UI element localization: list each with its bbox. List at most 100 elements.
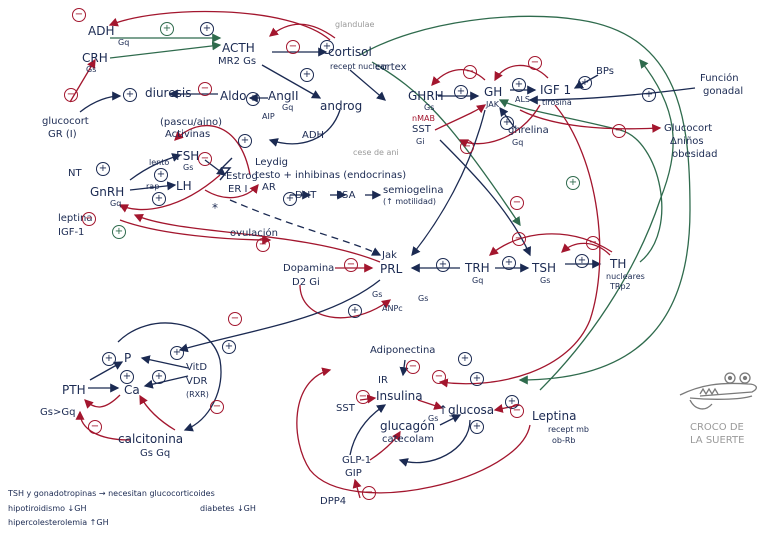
rxr-label: (RXR)	[186, 390, 209, 399]
minus-sign: −	[256, 238, 270, 252]
vitd-label: VitD	[186, 362, 208, 373]
adh-top-label: ADH	[88, 24, 115, 38]
obrb-label: ob-Rb	[552, 436, 576, 445]
croco-line1: CROCO DE	[690, 422, 744, 433]
plus-sign: +	[112, 225, 126, 239]
crh-label: CRH	[82, 51, 108, 65]
arrow-leptina-big-loop	[296, 367, 531, 494]
plus-sign: +	[170, 346, 184, 360]
arrow-calcitonina-ca	[139, 394, 176, 431]
note-diabetes: diabetes ↓GH	[200, 504, 256, 513]
plus-sign: +	[152, 370, 166, 384]
ghrh-gs-label: Gs	[424, 103, 435, 112]
prl-label: PRL	[380, 262, 403, 276]
gonadal-label: gonadal	[703, 86, 744, 97]
angii-gq-label: Gq	[282, 103, 294, 112]
vdr-label: VDR	[186, 376, 208, 387]
ghrelina-gq-label: Gq	[512, 138, 524, 147]
arrow-ssi-gh	[434, 104, 487, 131]
minus-sign: −	[528, 56, 542, 70]
fsh-label: FSH	[176, 149, 200, 163]
pascu-label: (pascu/aino)	[160, 117, 223, 128]
note-hipercolesterolemia: hipercolesterolemia ↑GH	[8, 518, 109, 527]
rap-label: rap	[146, 182, 160, 191]
tsh-label: TSH	[532, 261, 556, 275]
glucocort-right-label: Glucocort	[664, 123, 713, 134]
plus-sign: +	[238, 134, 252, 148]
arrow-gnrh-fsh	[129, 153, 182, 181]
minus-sign: −	[88, 420, 102, 434]
arrow-estrog-gnrh	[118, 174, 221, 213]
crh-gs-label: Gs	[86, 65, 97, 74]
plus-sign: +	[575, 254, 589, 268]
recept-mb-label: recept mb	[548, 425, 589, 434]
jak-prl-label: Jak	[382, 250, 397, 261]
estrog-label: Estrog	[226, 171, 258, 182]
arrow-estrog-prl	[229, 199, 382, 256]
minus-sign: −	[286, 40, 300, 54]
minus-sign: −	[510, 196, 524, 210]
ghrh-label: GHRH	[408, 89, 444, 103]
arrow-cortisol-acth	[268, 23, 336, 39]
arrow-ca-loop	[117, 322, 222, 432]
motilidad-label: (↑ motilidad)	[383, 197, 437, 206]
minus-sign: −	[586, 236, 600, 250]
arrow-dpp4	[352, 478, 362, 499]
plus-sign: +	[120, 370, 134, 384]
plus-sign: +	[642, 88, 656, 102]
arrow-func-gonadal	[528, 87, 696, 105]
prl-gs-label: Gs	[372, 290, 383, 299]
catecolam-label: catecolam	[382, 434, 434, 445]
arrow-dopamina-loop	[299, 284, 392, 319]
minus-sign: −	[198, 82, 212, 96]
plus-sign: +	[320, 40, 334, 54]
p-label: P	[124, 351, 132, 365]
minus-sign: −	[210, 400, 224, 414]
arrow-gnrh-lh	[129, 181, 177, 191]
plus-sign: +	[102, 352, 116, 366]
gnrh-label: GnRH	[90, 185, 125, 199]
plus-sign: +	[123, 88, 137, 102]
igf1-label: IGF 1	[540, 83, 572, 97]
plus-sign: +	[512, 78, 526, 92]
glucocort-label: glucocort	[42, 116, 89, 127]
arrow-gh-glucocort	[519, 109, 662, 133]
minus-sign: −	[64, 88, 78, 102]
minus-sign: −	[460, 140, 474, 154]
minus-sign: −	[512, 232, 526, 246]
calcitonina-label: calcitonina	[118, 432, 184, 446]
plus-sign: +	[152, 192, 166, 206]
arrow-gh-insulina	[438, 104, 601, 388]
jak-label: JAK	[486, 100, 499, 109]
pth-label: PTH	[62, 383, 86, 397]
arrow-glucagon-glucosa	[439, 414, 462, 426]
funcion-label: Función	[700, 73, 739, 84]
minus-sign: −	[362, 486, 376, 500]
croco-line2: LA SUERTE	[690, 435, 745, 446]
fsh-gs-label: Gs	[183, 163, 194, 172]
arrow-cortisol-ghrh	[359, 15, 691, 385]
aip-label: AIP	[262, 112, 275, 121]
th-label: TH	[610, 257, 627, 271]
anpc-gs-label: Gs	[418, 294, 429, 303]
arrow-glp1-glucagon	[369, 430, 401, 461]
arrow-vitd-ca	[143, 375, 189, 389]
minus-sign: −	[82, 212, 96, 226]
arrow-lh-ar	[204, 183, 259, 199]
arrow-glp1-insulina	[349, 404, 387, 456]
mr2-label: MR2 Gs	[218, 56, 257, 67]
minus-sign: −	[510, 404, 524, 418]
arrow-adipo-insulina	[399, 359, 409, 377]
arrow-cortisol-back	[108, 10, 331, 41]
plus-sign: +	[566, 176, 580, 190]
minus-sign: −	[356, 390, 370, 404]
plus-sign: +	[436, 258, 450, 272]
er1-label: ER I	[228, 184, 248, 195]
acth-label: ACTH	[222, 41, 255, 55]
arrow-pth-p	[89, 361, 124, 381]
als-label: ALS	[515, 95, 531, 104]
gh-label: GH	[484, 85, 503, 99]
plus-sign: +	[578, 76, 592, 90]
nucleares-label: nucleares	[606, 272, 645, 281]
leydig-label: Leydig	[255, 157, 288, 168]
